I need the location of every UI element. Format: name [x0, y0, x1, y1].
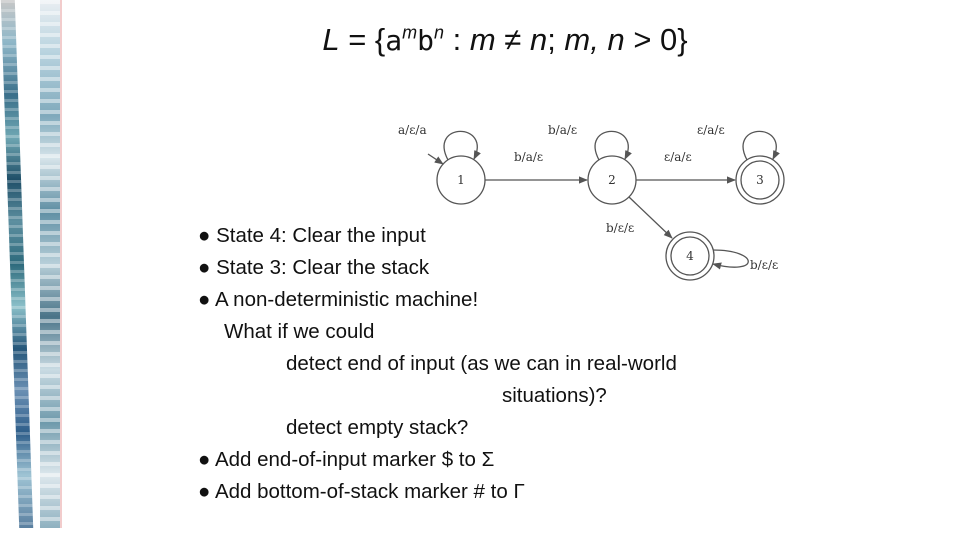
bullet-end-marker: ● Add end-of-input marker $ to Σ [198, 448, 495, 471]
decorative-strip-right [40, 0, 62, 528]
state-3-label: 3 [756, 173, 764, 187]
bullet-nondeterministic: ● A non-deterministic machine! [198, 288, 479, 311]
decorative-strip-left [0, 0, 34, 528]
slide-title: L = {ambn : m ≠ n; m, n > 0} [0, 22, 960, 58]
state-4-inner-circle [670, 236, 710, 276]
title-m: m [402, 22, 418, 43]
subline-what-if: What if we could [224, 320, 375, 343]
edge-1-2-label: b/a/ε [514, 150, 543, 164]
state-2-label: 2 [608, 173, 616, 187]
start-arrow [427, 153, 444, 165]
loop-2-label: b/a/ε [548, 123, 577, 137]
title-n: n [434, 22, 445, 43]
title-a: a [385, 24, 403, 57]
title-cond3: m, n [564, 22, 625, 57]
bullet-state-4: ● State 4: Clear the input [198, 224, 426, 247]
edge-2-3-label: ε/a/ε [664, 150, 692, 164]
loop-3-label: ε/a/ε [697, 123, 725, 137]
state-3-inner-circle [740, 160, 780, 200]
title-cond1: m [469, 22, 496, 57]
title-sep: : [444, 22, 470, 57]
bullet-state-3: ● State 3: Clear the stack [198, 256, 430, 279]
title-b: b [417, 24, 434, 57]
subline-detect-empty-stack: detect empty stack? [286, 416, 469, 439]
loop-2 [594, 130, 632, 161]
state-4-outer-circle [665, 231, 715, 281]
title-lhs: L [322, 22, 340, 57]
state-4-label: 4 [686, 249, 694, 263]
loop-1 [443, 130, 481, 161]
edge-2-4-label: b/ε/ε [606, 221, 634, 235]
edge-2-4 [628, 196, 673, 239]
title-eq: = { [339, 22, 386, 57]
state-1-label: 1 [457, 173, 465, 187]
title-semi: ; [547, 22, 565, 57]
pda-state-diagram: 1 2 3 4 a/ε/a b/a/ε b/a/ε ε/a/ε ε/a/ε b/… [398, 123, 785, 281]
state-3-outer-circle [735, 155, 785, 205]
subline-situations: situations)? [502, 384, 607, 407]
loop-3 [742, 130, 780, 161]
loop-4 [712, 249, 749, 270]
loop-4-label: b/ε/ε [750, 258, 778, 272]
title-gt: > 0} [624, 22, 688, 57]
title-neq: ≠ [495, 22, 530, 57]
bullet-stack-marker: ● Add bottom-of-stack marker # to Γ [198, 480, 525, 503]
loop-1-label: a/ε/a [398, 123, 427, 137]
title-cond2: n [529, 22, 548, 57]
subline-detect-end: detect end of input (as we can in real-w… [286, 352, 677, 375]
